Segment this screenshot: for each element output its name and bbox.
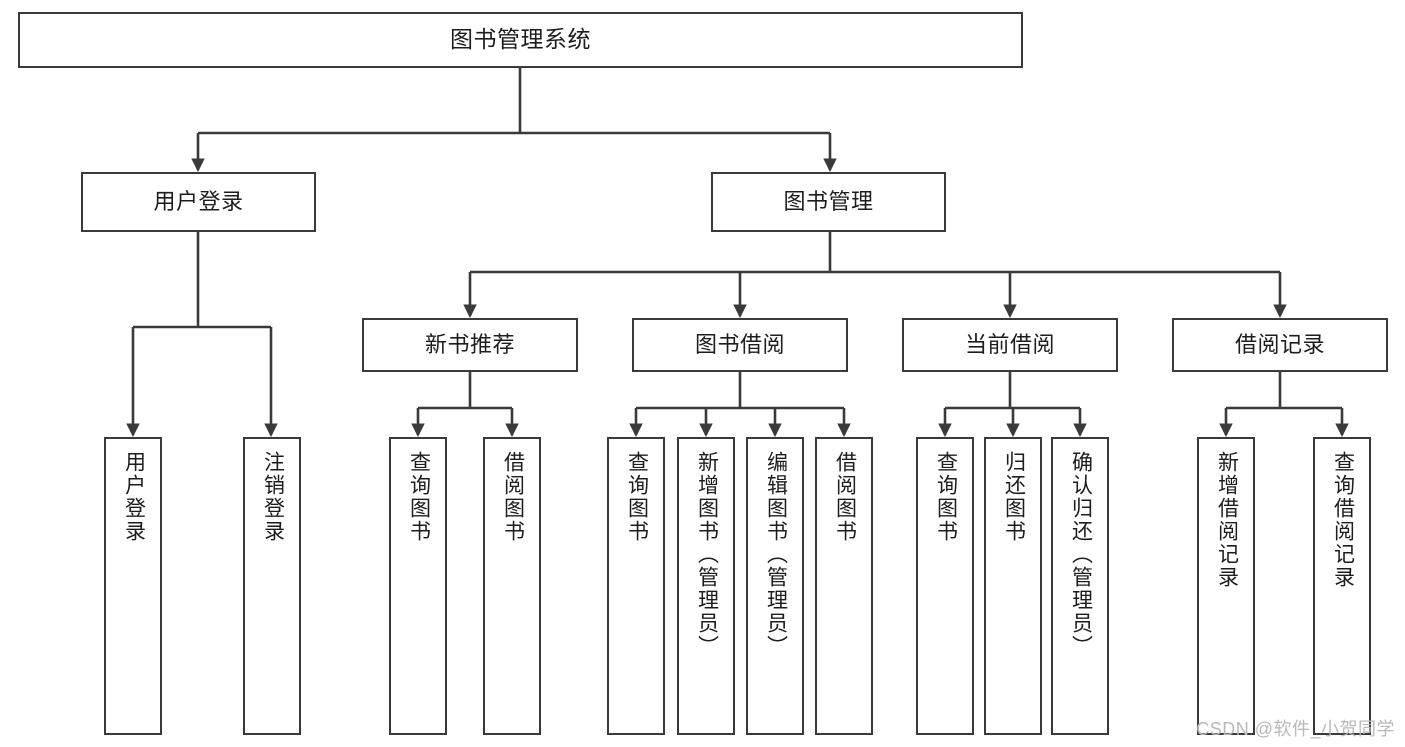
node-label: 新增借阅记录 (1215, 451, 1239, 589)
node-label: 借阅图书 (833, 451, 857, 543)
node-label: 新增图书（管理员） (695, 451, 719, 658)
node-leaf-return-book[interactable]: 归还图书 (984, 437, 1042, 735)
node-root-book-management-system[interactable]: 图书管理系统 (18, 12, 1023, 68)
node-label: 查询借阅记录 (1331, 451, 1355, 589)
node-label: 用户登录 (153, 188, 244, 214)
node-label: 当前借阅 (964, 331, 1055, 357)
node-leaf-user-login[interactable]: 用户登录 (104, 437, 162, 735)
node-leaf-query-book-1[interactable]: 查询图书 (389, 437, 447, 735)
node-new-book-recommend[interactable]: 新书推荐 (362, 318, 578, 372)
node-label: 用户登录 (122, 451, 146, 543)
node-label: 注销登录 (261, 451, 285, 543)
node-user-login[interactable]: 用户登录 (81, 172, 316, 232)
node-label: 借阅图书 (501, 451, 525, 543)
node-leaf-query-book-3[interactable]: 查询图书 (916, 437, 974, 735)
node-leaf-query-book-2[interactable]: 查询图书 (607, 437, 665, 735)
node-label: 确认归还（管理员） (1069, 451, 1093, 658)
node-current-borrow[interactable]: 当前借阅 (902, 318, 1118, 372)
node-label: 新书推荐 (424, 331, 515, 357)
node-label: 编辑图书（管理员） (764, 451, 788, 658)
node-leaf-query-borrow-record[interactable]: 查询借阅记录 (1313, 437, 1371, 735)
node-label: 查询图书 (625, 451, 649, 543)
node-book-borrow[interactable]: 图书借阅 (632, 318, 848, 372)
node-leaf-borrow-book-1[interactable]: 借阅图书 (483, 437, 541, 735)
node-label: 图书管理系统 (450, 26, 591, 53)
watermark: CSDN @软件_小贺同学 (1196, 719, 1395, 739)
node-leaf-user-logout[interactable]: 注销登录 (243, 437, 301, 735)
node-leaf-add-borrow-record[interactable]: 新增借阅记录 (1197, 437, 1255, 735)
node-leaf-confirm-return[interactable]: 确认归还（管理员） (1051, 437, 1109, 735)
node-label: 借阅记录 (1234, 331, 1325, 357)
node-leaf-borrow-book-2[interactable]: 借阅图书 (815, 437, 873, 735)
node-book-manage[interactable]: 图书管理 (711, 172, 946, 232)
node-label: 图书管理 (783, 188, 874, 214)
node-borrow-record[interactable]: 借阅记录 (1172, 318, 1388, 372)
node-label: 图书借阅 (694, 331, 785, 357)
node-label: 查询图书 (934, 451, 958, 543)
node-label: 归还图书 (1002, 451, 1026, 543)
node-label: 查询图书 (407, 451, 431, 543)
node-leaf-add-book[interactable]: 新增图书（管理员） (677, 437, 735, 735)
node-leaf-edit-book[interactable]: 编辑图书（管理员） (746, 437, 804, 735)
